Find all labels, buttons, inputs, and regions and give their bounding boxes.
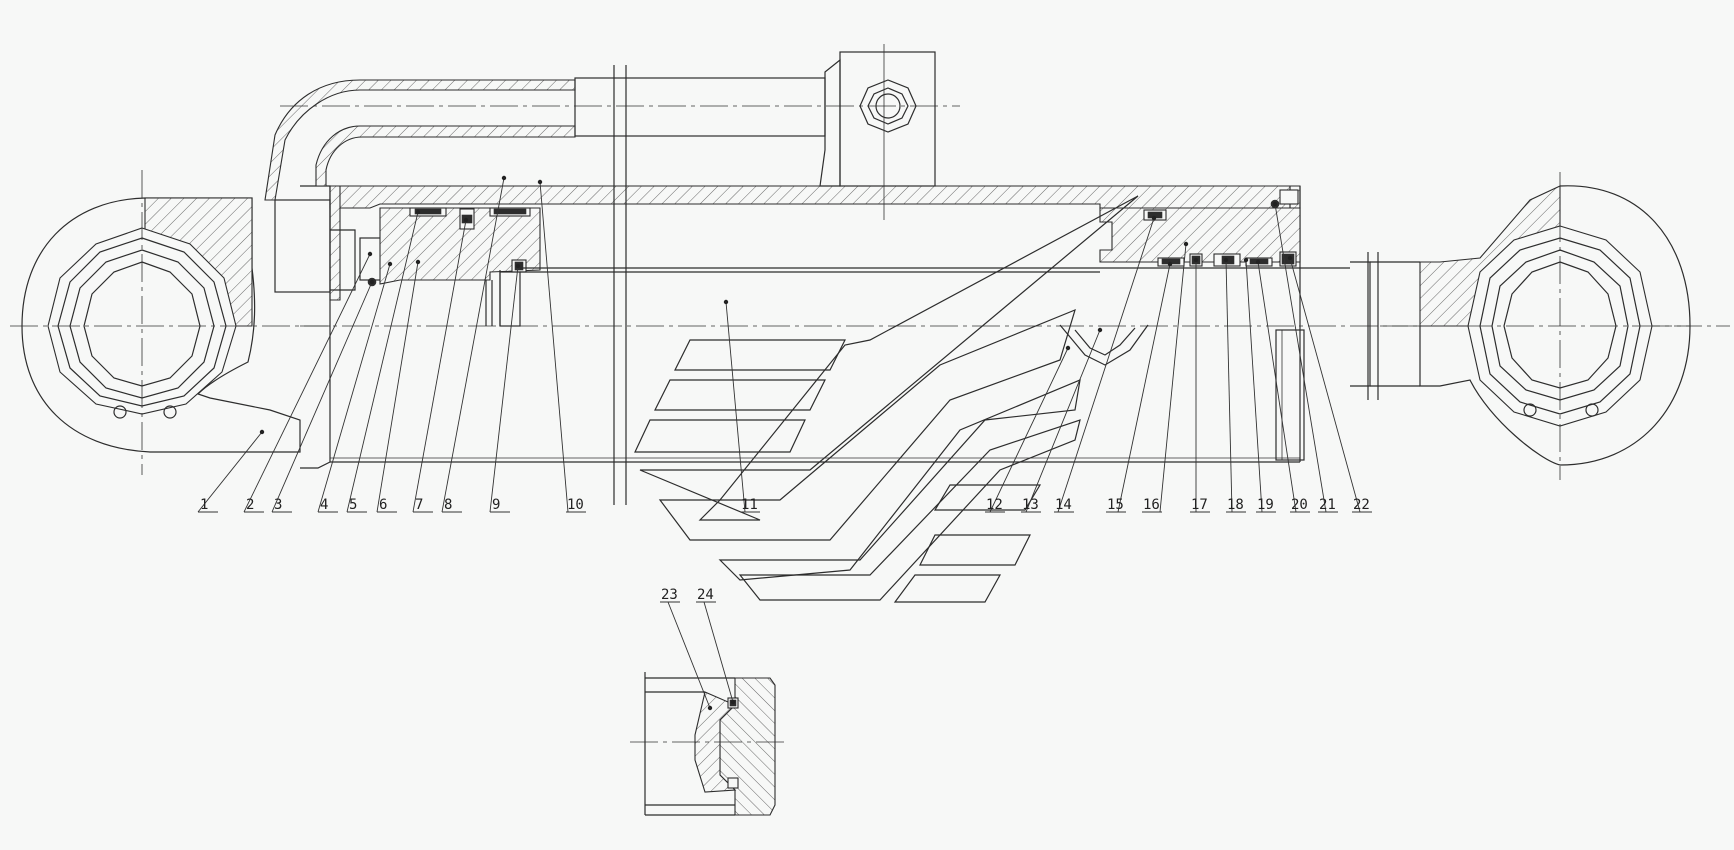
callout-7: 7: [415, 497, 423, 513]
callout-3: 3: [274, 497, 282, 513]
manufacturer-emblem: [634, 195, 1149, 603]
cylinder-barrel: [300, 65, 1690, 505]
callout-16: 16: [1143, 497, 1160, 513]
rear-eye-assembly: [10, 170, 330, 475]
front-eye-assembly: [1380, 172, 1730, 480]
detail-view: [630, 672, 785, 816]
callout-1: 1: [200, 497, 208, 513]
callout-8: 8: [444, 497, 452, 513]
callout-19: 19: [1257, 497, 1274, 513]
callout-18: 18: [1227, 497, 1244, 513]
piston-rod: [520, 252, 1420, 461]
callout-5: 5: [349, 497, 357, 513]
callout-12: 12: [986, 497, 1003, 513]
callout-23: 23: [661, 587, 678, 603]
callout-6: 6: [379, 497, 387, 513]
callout-22: 22: [1353, 497, 1370, 513]
callout-labels: 1 2 3 4 5 6 7 8 9 10 11 12 13 14 15 16 1…: [198, 497, 1372, 603]
callout-17: 17: [1191, 497, 1208, 513]
callout-20: 20: [1291, 497, 1308, 513]
callout-21: 21: [1319, 497, 1336, 513]
callout-15: 15: [1107, 497, 1124, 513]
callout-4: 4: [320, 497, 328, 513]
callout-10: 10: [567, 497, 584, 513]
callout-2: 2: [246, 497, 254, 513]
piston: [379, 207, 541, 327]
callout-13: 13: [1022, 497, 1039, 513]
leader-lines: [197, 175, 1361, 711]
callout-24: 24: [697, 587, 714, 603]
callout-9: 9: [492, 497, 500, 513]
callout-14: 14: [1055, 497, 1072, 513]
callout-11: 11: [741, 497, 758, 513]
